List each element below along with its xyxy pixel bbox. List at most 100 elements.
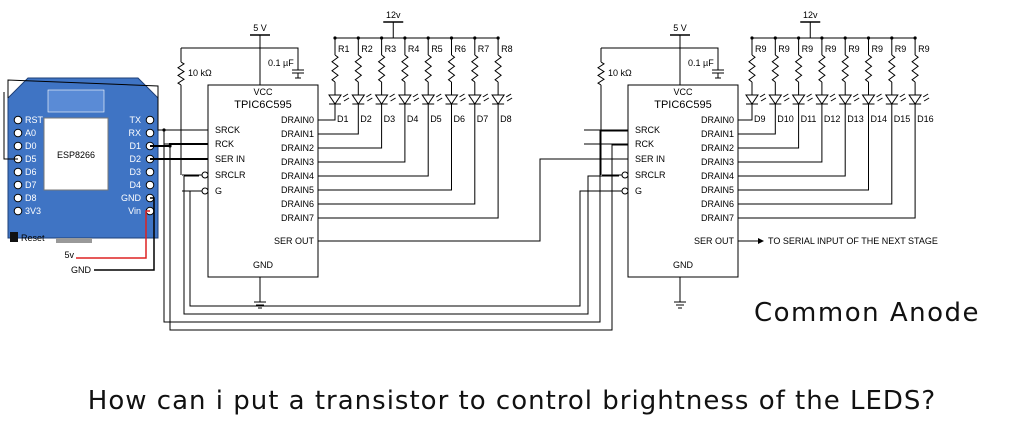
aux-wire	[3, 92, 18, 160]
resistor-label: R3	[385, 44, 397, 54]
pin-label-drain: DRAIN7	[281, 213, 314, 223]
resistor-label: R5	[431, 44, 443, 54]
led-arrow	[852, 93, 859, 98]
chip-body	[627, 84, 739, 278]
junction-dot	[168, 144, 172, 148]
chip-vcc-label: VCC	[673, 87, 693, 97]
pin-label-rck: RCK	[215, 139, 234, 149]
pin-hole	[145, 128, 155, 138]
pin-label-drain: DRAIN6	[281, 199, 314, 209]
board-pin-d7: D7	[25, 180, 37, 190]
led-resistor	[911, 54, 919, 83]
pullup-resistor	[597, 61, 605, 86]
pin-label-srclr: SRCLR	[215, 170, 246, 180]
pin-label-g: G	[635, 186, 642, 196]
board-pin-d3: D3	[129, 167, 141, 177]
drain-wire	[318, 110, 383, 149]
supply-label: 5 V	[253, 23, 267, 33]
led-triangle	[351, 94, 366, 105]
led-resistor	[377, 54, 386, 83]
led-triangle	[791, 94, 806, 105]
led-label: D14	[871, 114, 888, 124]
pullup-resistor	[177, 61, 185, 86]
led	[768, 93, 790, 105]
led-triangle	[444, 94, 459, 105]
led-resistor	[748, 54, 756, 83]
pin-label-rck: RCK	[635, 139, 654, 149]
pin-label-drain: DRAIN3	[281, 157, 314, 167]
diagram-title: Common Anode	[754, 298, 981, 328]
chip-ground	[674, 296, 686, 309]
board-pin-a0: A0	[25, 128, 36, 138]
led-arrow	[900, 97, 907, 102]
led-triangle	[838, 94, 853, 105]
supply-label: 12v	[803, 10, 818, 20]
board-pin-rx: RX	[128, 128, 141, 138]
srclr-bus	[183, 175, 619, 315]
led-arrow	[923, 97, 930, 102]
reset-label: Reset	[21, 233, 45, 243]
board-pin-tx: TX	[129, 115, 141, 125]
pullup-label: 10 kΩ	[608, 68, 632, 78]
led-label: D12	[824, 114, 841, 124]
drain-wire	[318, 110, 336, 121]
pin-label-drain: DRAIN1	[701, 129, 734, 139]
pin-label-srck: SRCK	[215, 125, 240, 135]
led-label: D15	[894, 114, 911, 124]
board-pin-gnd: GND	[121, 193, 142, 203]
drain-wire	[738, 110, 823, 163]
led-arrow	[413, 97, 420, 102]
led-triangle	[491, 94, 506, 105]
drain-wire	[318, 110, 406, 163]
drain-wire	[738, 110, 753, 121]
led-arrow	[390, 97, 396, 102]
supply-5v: 5 V	[250, 23, 270, 36]
led-arrow	[367, 97, 373, 102]
srck-bus	[163, 130, 628, 323]
cascade-wire	[318, 158, 628, 242]
drain-wire	[738, 110, 916, 219]
led	[328, 93, 350, 105]
resistor-label: R6	[455, 44, 467, 54]
led-label: D7	[477, 114, 489, 124]
pin-label-drain: DRAIN1	[281, 129, 314, 139]
resistor-label: R9	[802, 44, 814, 54]
cap-label: 0.1 µF	[268, 58, 294, 68]
led-arrow	[343, 97, 350, 102]
cap-label: 0.1 µF	[688, 58, 714, 68]
board-pin-3v3: 3V3	[25, 206, 41, 216]
resistor-label: R9	[778, 44, 790, 54]
board-loop-wire	[7, 79, 164, 131]
led-label: D3	[384, 114, 396, 124]
led	[351, 93, 373, 105]
led-resistor	[794, 54, 803, 83]
led-label: D5	[430, 114, 442, 124]
led-arrow	[806, 93, 812, 98]
pin-label-drain: DRAIN4	[701, 171, 734, 181]
resistor-label: R8	[501, 44, 513, 54]
pin-hole	[13, 206, 23, 216]
led-resistor	[494, 54, 502, 83]
resistor-label: R4	[408, 44, 420, 54]
led-arrow	[899, 93, 906, 98]
led-resistor	[401, 54, 409, 83]
resistor-label: R2	[361, 44, 373, 54]
led-arrow	[807, 97, 813, 102]
ext-gnd-label: GND	[71, 265, 92, 275]
led-arrow	[459, 93, 465, 98]
led-triangle	[908, 94, 923, 105]
pin-label-g: G	[215, 186, 222, 196]
led-triangle	[768, 94, 783, 105]
pin-label-ser-in: SER IN	[635, 154, 665, 164]
led-arrow	[506, 97, 513, 102]
drain-wire	[318, 110, 452, 191]
led	[467, 93, 490, 105]
board-pin-d8: D8	[25, 193, 37, 203]
pin-label-drain: DRAIN5	[701, 185, 734, 195]
led-label: D11	[801, 114, 817, 124]
pin-label-drain: DRAIN0	[281, 115, 314, 125]
led-label: D16	[917, 114, 934, 124]
next-stage-label: TO SERIAL INPUT OF THE NEXT STAGE	[768, 236, 938, 246]
module-label: ESP8266	[57, 150, 95, 160]
